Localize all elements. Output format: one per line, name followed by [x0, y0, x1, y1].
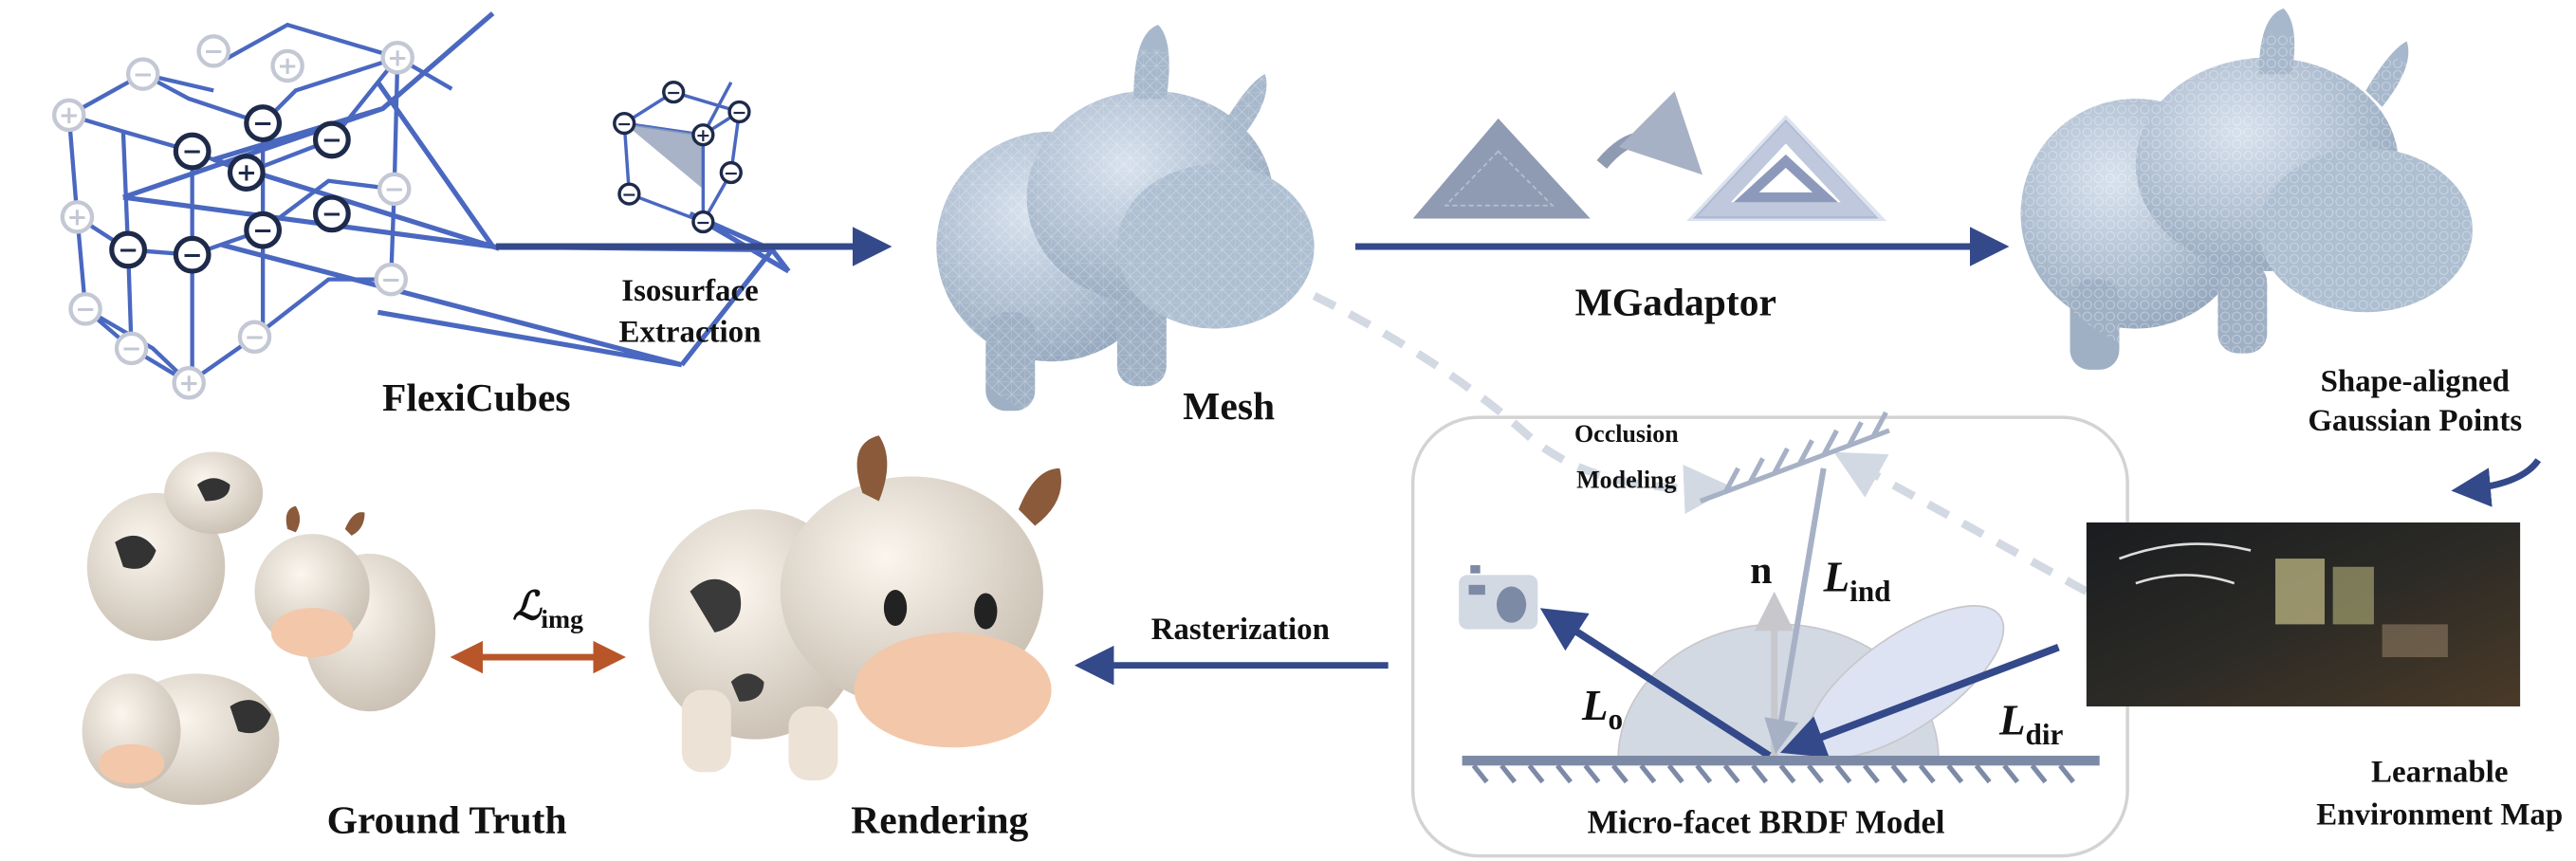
- minus-sign-icon: −: [252, 216, 273, 245]
- gaussian-triangle-icon: [1686, 115, 1887, 222]
- gaussian-cow-image: [2020, 8, 2514, 378]
- camera-icon: [1459, 565, 1538, 630]
- loss-label: ℒimg: [512, 584, 583, 633]
- l-dir-arrow: [1779, 643, 2060, 759]
- minus-sign-icon: −: [384, 175, 405, 204]
- mesh-label: Mesh: [1183, 384, 1275, 428]
- plus-sign-icon: +: [59, 101, 80, 130]
- environment-map-image: [2086, 522, 2521, 706]
- envmap-label-2: Environment Map: [2316, 798, 2563, 833]
- minus-sign-icon: −: [731, 102, 746, 123]
- minus-sign-icon: −: [182, 241, 203, 269]
- mesh-cow-image: [920, 25, 1380, 444]
- minus-sign-icon: −: [118, 236, 138, 265]
- arrow-to-envmap: [2451, 458, 2542, 507]
- l-dir-label: Ldir: [1998, 696, 2063, 750]
- envmap-dashed-arrow: [1833, 451, 2088, 595]
- plus-sign-icon: +: [387, 44, 408, 72]
- occluder-surface-icon: [1699, 411, 1890, 504]
- plus-sign-icon: +: [178, 369, 199, 397]
- minus-sign-icon: −: [695, 212, 710, 233]
- plus-sign-icon: +: [236, 159, 257, 188]
- ground-truth-label: Ground Truth: [327, 797, 567, 841]
- minus-sign-icon: −: [322, 200, 342, 229]
- minus-sign-icon: −: [616, 114, 632, 135]
- triangle-icon: [1412, 118, 1591, 219]
- minus-sign-icon: −: [322, 126, 342, 155]
- minus-sign-icon: −: [75, 295, 96, 323]
- minus-sign-icon: −: [133, 61, 154, 89]
- brdf-label: Micro-facet BRDF Model: [1588, 804, 1945, 840]
- minus-sign-icon: −: [203, 38, 224, 66]
- occlusion-label-1: Occlusion: [1574, 420, 1679, 448]
- n-label: n: [1750, 548, 1772, 592]
- mgadaptor-label: MGadaptor: [1575, 281, 1776, 324]
- rendering-cow-image: [649, 435, 1061, 780]
- minus-sign-icon: −: [724, 163, 739, 184]
- curved-arrow-icon: [1596, 91, 1703, 175]
- small-cube-icon: [613, 81, 751, 234]
- microfacet-surface: [1462, 755, 2100, 784]
- plus-sign-icon: +: [67, 203, 88, 231]
- isosurface-label-2: Extraction: [619, 315, 762, 349]
- minus-sign-icon: −: [380, 266, 401, 294]
- minus-sign-icon: −: [245, 323, 266, 352]
- rasterization-label: Rasterization: [1151, 613, 1330, 647]
- envmap-label-1: Learnable: [2371, 756, 2508, 790]
- plus-sign-icon: +: [277, 52, 298, 81]
- minus-sign-icon: −: [121, 335, 142, 363]
- minus-sign-icon: −: [252, 110, 273, 138]
- l-ind-label: Lind: [1823, 554, 1891, 608]
- l-o-arrow: [1539, 608, 1772, 760]
- minus-sign-icon: −: [621, 185, 636, 206]
- isosurface-label-1: Isosurface: [621, 274, 758, 308]
- occlusion-dashed-arrow: [1312, 292, 1734, 514]
- flexicubes-nodes: [51, 34, 414, 400]
- gaussian-label-2: Gaussian Points: [2308, 404, 2522, 438]
- flexicubes-label: FlexiCubes: [382, 376, 571, 419]
- minus-sign-icon: −: [182, 137, 203, 166]
- occlusion-label-2: Modeling: [1576, 467, 1676, 494]
- flexicubes-grid: [122, 11, 791, 368]
- gaussian-label-1: Shape-aligned: [2321, 364, 2510, 398]
- minus-sign-icon: −: [666, 82, 681, 103]
- rendering-label: Rendering: [851, 797, 1028, 841]
- ground-truth-cows-image: [82, 451, 436, 805]
- l-ind-arrow: [1764, 467, 1827, 755]
- l-o-label: Lo: [1581, 682, 1623, 736]
- plus-sign-icon: +: [695, 125, 710, 146]
